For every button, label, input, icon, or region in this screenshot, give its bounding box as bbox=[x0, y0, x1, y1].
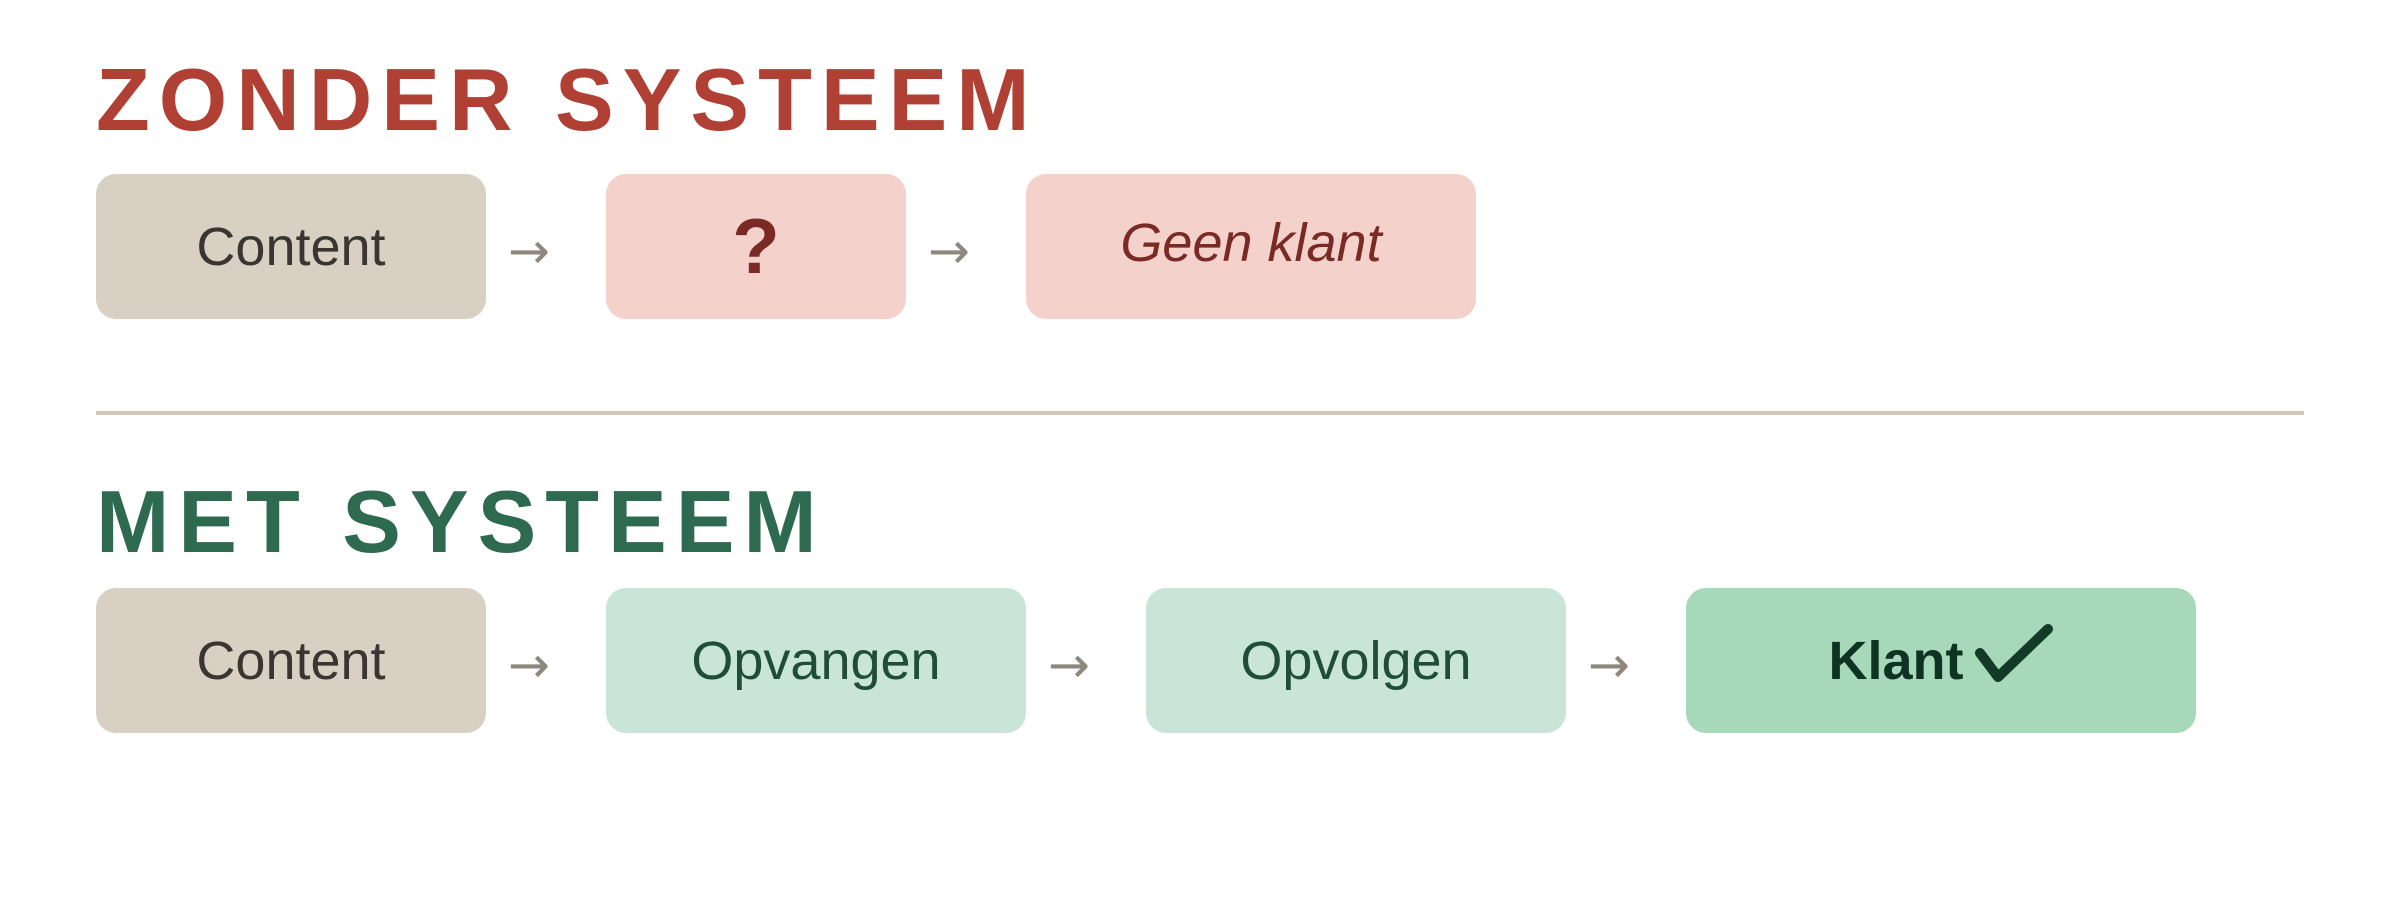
arrow-icon: → bbox=[1048, 636, 1090, 694]
step-label: Klant bbox=[1828, 630, 1964, 691]
arrow-icon: → bbox=[928, 222, 970, 280]
section-divider bbox=[96, 411, 2304, 415]
question-mark-icon: ? bbox=[732, 202, 780, 290]
section-title-zonder: ZONDER SYSTEEM bbox=[96, 50, 1039, 149]
step-unknown: ? bbox=[606, 174, 906, 319]
step-opvolgen: Opvolgen bbox=[1146, 588, 1566, 733]
section-title-met: MET SYSTEEM bbox=[96, 472, 826, 571]
arrow-icon: → bbox=[1588, 636, 1630, 694]
checkmark-icon bbox=[1974, 623, 2053, 682]
step-label: Content bbox=[196, 630, 386, 691]
step-geen-klant: Geen klant bbox=[1026, 174, 1476, 319]
step-label: Content bbox=[196, 216, 386, 277]
step-label: Geen klant bbox=[1120, 212, 1382, 273]
step-content: Content bbox=[96, 174, 486, 319]
step-opvangen: Opvangen bbox=[606, 588, 1026, 733]
step-content: Content bbox=[96, 588, 486, 733]
step-label: Opvolgen bbox=[1240, 630, 1472, 691]
step-klant: Klant bbox=[1686, 588, 2196, 733]
step-label: Opvangen bbox=[691, 630, 941, 691]
arrow-icon: → bbox=[508, 636, 550, 694]
arrow-icon: → bbox=[508, 222, 550, 280]
